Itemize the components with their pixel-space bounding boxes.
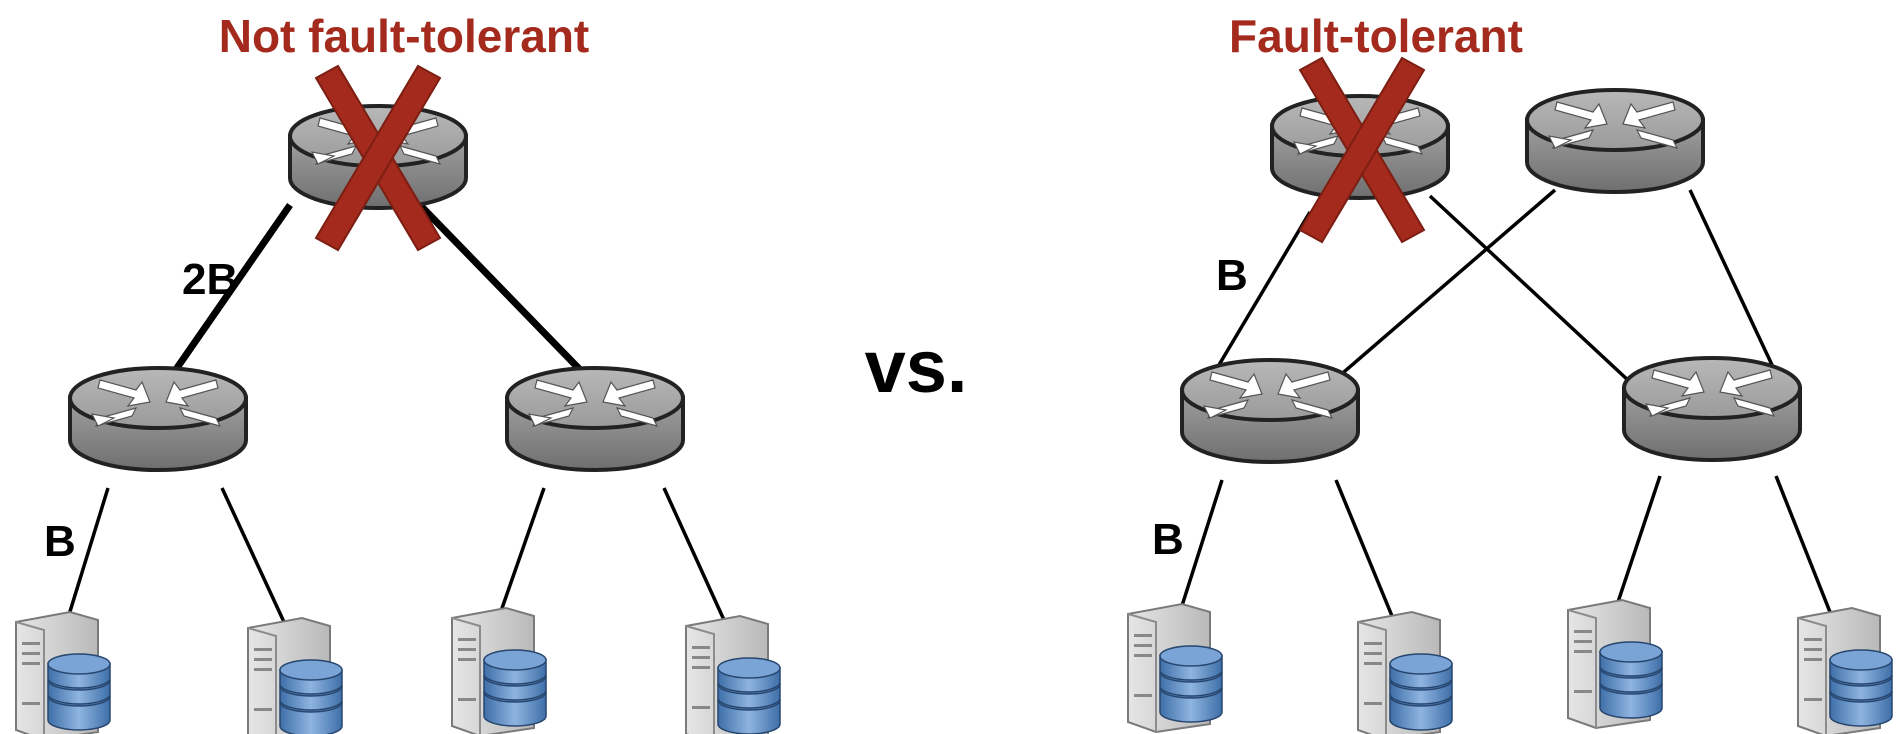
right-uplink-bandwidth-label: B <box>1216 251 1248 300</box>
vs-label: vs. <box>865 325 968 408</box>
aggregation-router-2 <box>505 366 685 472</box>
left-downlink-bandwidth-label: B <box>44 517 76 566</box>
link-core-to-agg-right <box>417 202 591 381</box>
link-agg4-server7 <box>1614 475 1662 609</box>
aggregation-router-4 <box>1622 356 1802 462</box>
server-2 <box>247 617 343 734</box>
server-5 <box>1127 603 1223 733</box>
aggregation-router-3 <box>1180 358 1360 464</box>
link-core2-agg-left <box>1328 188 1557 386</box>
link-agg3-server6 <box>1334 479 1394 617</box>
link-agg4-server8 <box>1774 475 1832 613</box>
link-core2-agg-right <box>1688 189 1782 383</box>
core-router-2 <box>1525 88 1705 194</box>
left-uplink-bandwidth-label: 2B <box>182 255 238 304</box>
link-agg3-server5 <box>1178 479 1224 613</box>
link-agg2-server4 <box>662 487 726 621</box>
link-core1-agg-left <box>1208 211 1312 381</box>
right-downlink-bandwidth-label: B <box>1152 515 1184 564</box>
link-core1-agg-right <box>1428 194 1632 384</box>
left-title: Not fault-tolerant <box>219 10 590 62</box>
server-4 <box>685 615 781 734</box>
aggregation-router-1 <box>68 366 248 472</box>
link-agg1-server1 <box>66 487 110 619</box>
right-title: Fault-tolerant <box>1229 10 1523 62</box>
right-tree <box>1127 57 1893 734</box>
server-8 <box>1797 607 1893 734</box>
left-tree <box>15 65 781 734</box>
link-agg2-server3 <box>498 487 546 615</box>
server-7 <box>1567 599 1663 729</box>
server-6 <box>1357 611 1453 734</box>
link-agg1-server2 <box>220 487 286 623</box>
server-1 <box>15 611 111 734</box>
server-3 <box>451 607 547 734</box>
link-core-to-agg-left <box>167 203 293 380</box>
